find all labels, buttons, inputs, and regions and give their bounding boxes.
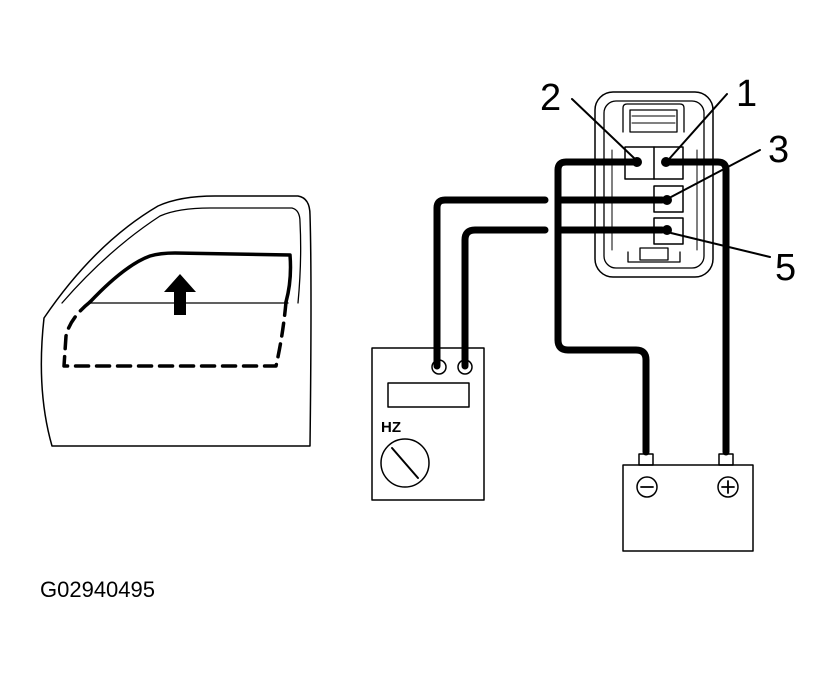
meter-dial-pointer — [391, 447, 419, 479]
meter-probe-jack-right — [457, 359, 473, 375]
window-up-arrow-icon — [164, 274, 196, 315]
wire-harness — [433, 158, 730, 456]
battery-positive-post — [718, 453, 734, 466]
battery-positive-terminal-icon — [717, 476, 739, 498]
pin-label-1: 1 — [736, 73, 757, 115]
meter-selector-dial — [380, 438, 430, 488]
pin-leader-lines — [571, 93, 771, 258]
battery-negative-post — [638, 453, 654, 466]
figure-reference-code: G02940495 — [40, 577, 155, 602]
door-window-glass — [62, 251, 293, 368]
battery — [622, 453, 754, 552]
pin-5-terminal — [662, 225, 672, 235]
meter-display — [387, 382, 470, 408]
meter-mode-label: HZ — [381, 419, 401, 436]
wire-meter-left — [433, 196, 549, 370]
wire-connector-ends — [556, 196, 666, 234]
pin-label-2: 2 — [540, 77, 561, 119]
meter-probe-jack-left — [431, 359, 447, 375]
pin-2-terminal — [632, 157, 642, 167]
frequency-meter: HZ — [371, 347, 485, 501]
battery-negative-terminal-icon — [636, 476, 658, 498]
pin-label-3: 3 — [768, 129, 789, 171]
wire-meter-right — [461, 226, 549, 370]
pin-label-5: 5 — [775, 247, 796, 289]
window-switch-connector — [594, 91, 714, 278]
pin-3-terminal — [662, 195, 672, 205]
wire-battery-negative — [554, 158, 650, 456]
door-illustration — [40, 195, 312, 447]
wire-battery-positive — [662, 158, 730, 456]
pin-1-terminal — [661, 157, 671, 167]
